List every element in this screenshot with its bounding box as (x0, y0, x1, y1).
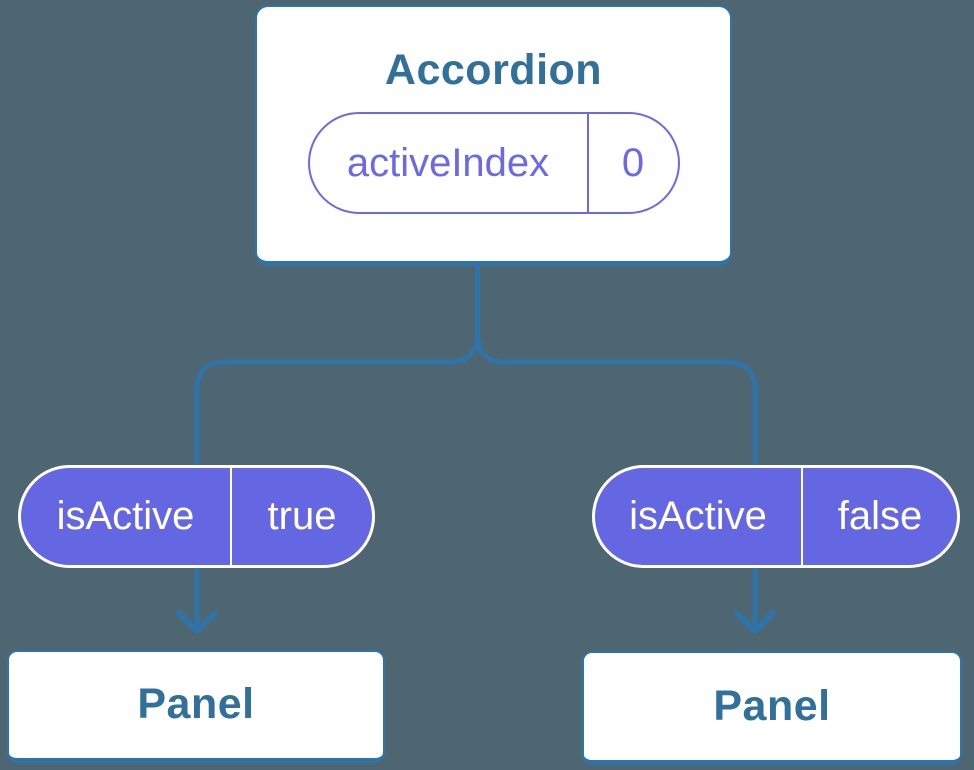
arrow-down-icon (176, 610, 218, 634)
panel-title: Panel (713, 681, 831, 730)
state-value-label: 0 (621, 140, 645, 185)
panel-title: Panel (137, 680, 255, 729)
prop-name-label: isActive (629, 494, 767, 538)
prop-pill-isactive-false: isActive false (592, 465, 960, 568)
connector-line-right (475, 257, 758, 629)
connector-line-left (194, 257, 480, 629)
panel-box-right: Panel (582, 651, 962, 765)
accordion-title: Accordion (384, 46, 603, 94)
prop-pill-isactive-true: isActive true (18, 465, 375, 568)
pill-divider (586, 114, 589, 213)
prop-name-label: isActive (56, 494, 195, 538)
state-pill-activeindex: activeIndex 0 (307, 112, 680, 215)
pill-divider (230, 468, 232, 565)
arrow-down-icon (734, 610, 776, 634)
panel-box-left: Panel (7, 650, 385, 763)
accordion-component-box: Accordion activeIndex 0 (255, 5, 732, 266)
prop-value-label: false (837, 494, 923, 538)
prop-value-label: true (267, 494, 337, 538)
state-name-label: activeIndex (346, 140, 550, 185)
pill-divider (801, 468, 803, 565)
